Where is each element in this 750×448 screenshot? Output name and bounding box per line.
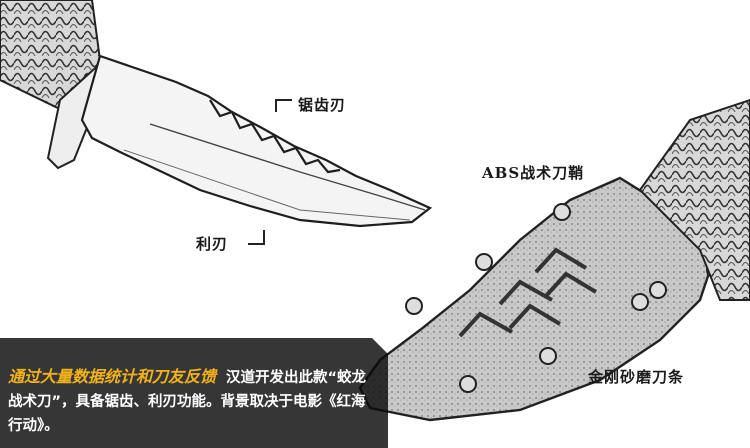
label-sharpening-rod: 金刚砂磨刀条	[588, 368, 685, 386]
caption-text: 通过大量数据统计和刀友反馈汉道开发出此款“蛟龙战术刀”，具备锯齿、利刃功能。背景…	[8, 365, 380, 438]
sheathed-knife-handle	[638, 98, 750, 301]
label-sharp-edge: 利刃	[196, 235, 229, 253]
caption-body: 汉道开发出此款“蛟龙战术刀”，具备锯齿、利刃功能。背景取决于电影《红海行动》。	[8, 370, 367, 434]
knife-blade	[80, 54, 433, 228]
label-sheath: ABS战术刀鞘	[482, 164, 585, 182]
pointer-lines	[248, 99, 292, 245]
label-serrated-edge: 锯齿刃	[298, 96, 347, 114]
caption-highlight: 通过大量数据统计和刀友反馈	[8, 367, 217, 386]
caption-panel	[0, 338, 388, 448]
